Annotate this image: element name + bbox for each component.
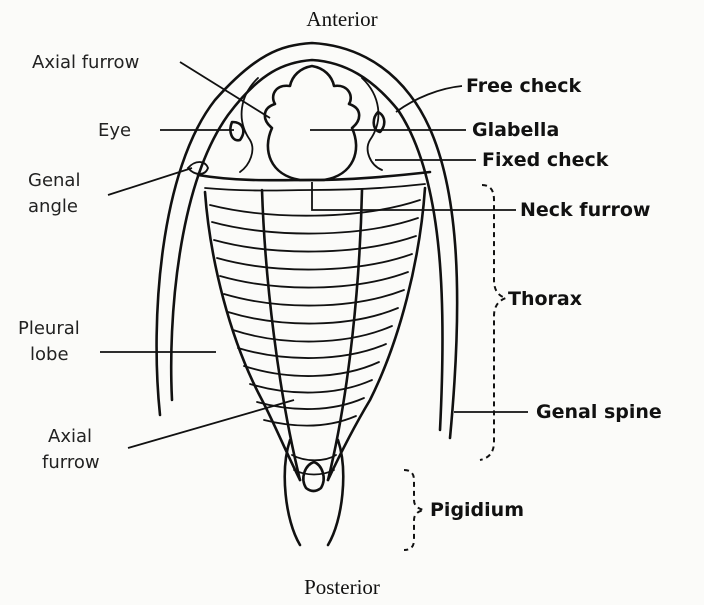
- pleural-lobe-label-line1: Pleural: [18, 318, 80, 339]
- thoracic-segments: [210, 200, 420, 426]
- posterior-label: Posterior: [304, 575, 380, 599]
- axial-furrow-top-label: Axial furrow: [32, 52, 139, 73]
- glabella-label: Glabella: [472, 119, 559, 141]
- genal-angle-label-line1: Genal: [28, 170, 80, 191]
- leader-lines: [100, 62, 528, 448]
- pigidium-label: Pigidium: [430, 499, 524, 521]
- axial-furrow-bottom-label-line1: Axial: [48, 426, 92, 447]
- fixed-cheek-label: Fixed check: [482, 149, 609, 171]
- trilobite-body: [157, 43, 458, 545]
- facial-suture-right: [362, 78, 382, 170]
- free-cheek-label: Free check: [466, 75, 581, 97]
- thorax-label: Thorax: [508, 288, 582, 310]
- glabella-outline: [265, 66, 359, 180]
- axial-furrow-bottom-label-line2: furrow: [42, 452, 100, 473]
- eye-left: [230, 122, 243, 140]
- pigidium-segments: [292, 455, 336, 475]
- neck-furrow-label: Neck furrow: [520, 199, 650, 221]
- leader-genal-angle: [108, 168, 192, 195]
- pleural-lobe-label-line2: lobe: [30, 344, 69, 365]
- thorax-brace: [480, 185, 506, 460]
- cephalon-posterior-border-inner: [205, 184, 425, 191]
- anterior-label: Anterior: [306, 7, 377, 31]
- pigidium-tip: [303, 462, 323, 491]
- leader-axial-furrow-top: [180, 62, 270, 118]
- genal-angle-label-line2: angle: [28, 196, 78, 217]
- pigidium-brace: [404, 470, 424, 550]
- leader-axial-furrow-bottom: [128, 400, 294, 448]
- genal-spine-label: Genal spine: [536, 401, 662, 423]
- eye-label: Eye: [98, 120, 131, 141]
